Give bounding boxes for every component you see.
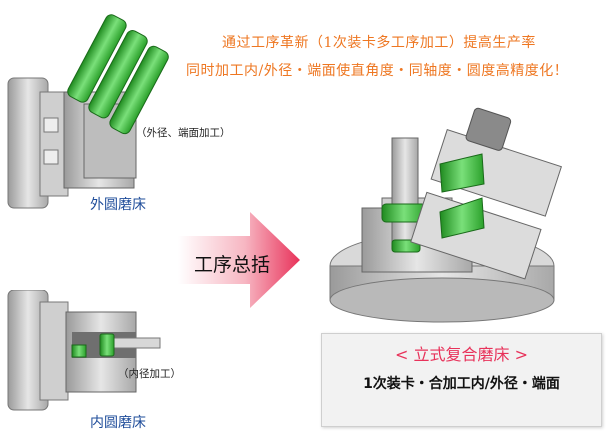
grinding-wheel <box>88 30 148 119</box>
od-machine-label: 外圆磨床 <box>90 197 146 213</box>
spindle <box>391 137 419 249</box>
od-grinding-wheel <box>439 153 485 193</box>
id-grinding-wheel <box>71 344 87 358</box>
chuck-face <box>39 301 69 401</box>
vertical-grinder-illustration <box>329 107 562 323</box>
head-upper <box>430 128 562 217</box>
headline-line-1: 通过工序革新（1次装卡多工序加工）提高生产率 <box>222 35 536 51</box>
grinding-wheel <box>67 14 127 103</box>
table-bottom <box>329 277 555 323</box>
od-grinding-wheels <box>67 14 169 135</box>
process-arrow <box>178 212 300 308</box>
result-title: < 立式复合磨床 > <box>395 345 528 364</box>
arrow-label: 工序总括 <box>194 254 271 276</box>
internal-grinder-illustration <box>7 290 161 411</box>
id-grinding-wheel <box>99 333 115 357</box>
headline-line-2: 同时加工内/外径・端面使直角度・同轴度・圆度高精度化！ <box>186 63 569 79</box>
head-motor <box>465 107 512 151</box>
result-box <box>321 333 602 427</box>
od-process-note: （外径、端面加工） <box>136 127 231 139</box>
chuck-face <box>39 91 69 197</box>
chuck-jaw <box>43 117 59 133</box>
grinding-wheel <box>109 45 169 135</box>
external-grinder-illustration <box>7 14 169 209</box>
id-process-note: （内径加工） <box>118 368 181 380</box>
arrow-shape <box>178 212 300 308</box>
result-subtitle: 1次装卡・合加工内/外径・端面 <box>363 376 560 392</box>
chuck-jaw <box>43 149 59 165</box>
id-machine-label: 内圆磨床 <box>90 415 146 431</box>
od-grinding-wheel <box>439 197 485 239</box>
